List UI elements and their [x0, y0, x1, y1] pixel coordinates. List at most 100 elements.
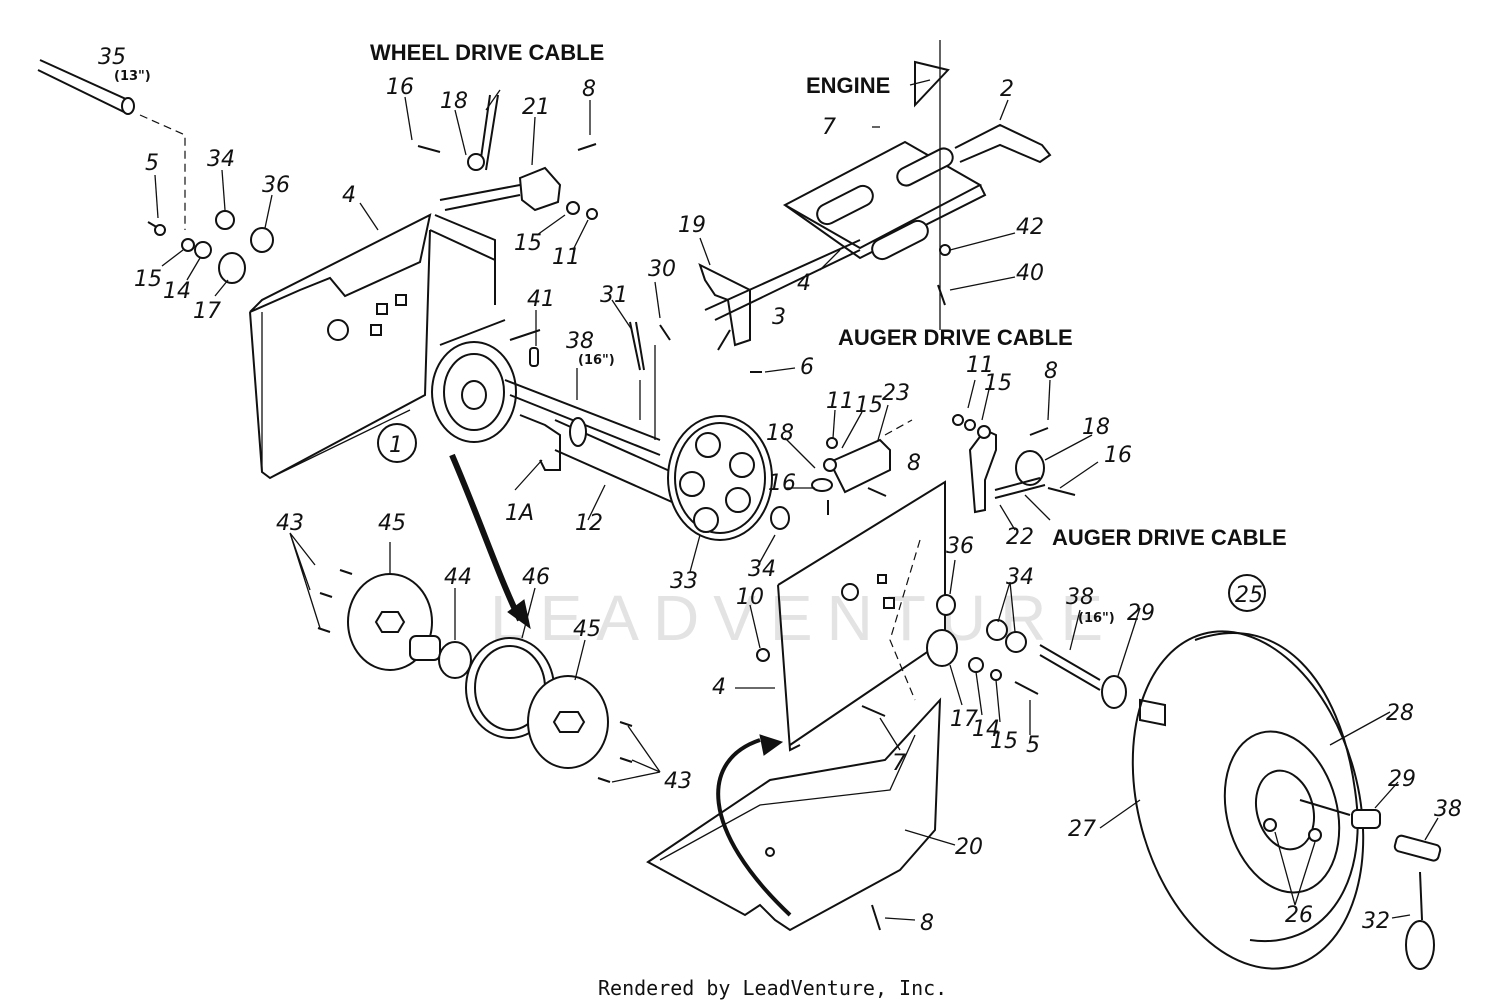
wheel-cable-bracket-21	[417, 94, 598, 220]
label-2: 2	[1000, 77, 1014, 102]
caption-auger-drive-cable-right: AUGER DRIVE CABLE	[1052, 525, 1287, 550]
label-26: 26	[1285, 903, 1313, 928]
label-22: 22	[1006, 525, 1034, 550]
label-15-mid: 15	[855, 393, 883, 418]
label-15-right: 15	[984, 371, 1012, 396]
label-5-right: 5	[1026, 733, 1040, 758]
label-40: 40	[1016, 261, 1044, 286]
label-34: 34	[207, 147, 235, 172]
label-29-upper: 29	[1127, 601, 1155, 626]
label-38-right: 38	[1066, 585, 1094, 610]
left-side-plate	[249, 213, 496, 480]
right-hardware-stack	[861, 594, 1127, 717]
label-21: 21	[522, 95, 550, 120]
bottom-cover-20	[646, 697, 942, 932]
footer-credit: Rendered by LeadVenture, Inc.	[598, 976, 947, 1000]
label-4: 4	[342, 183, 356, 208]
auger-cable-bracket-22	[952, 414, 1076, 514]
label-43-right: 43	[664, 769, 692, 794]
label-16-mid: 16	[768, 471, 796, 496]
label-32: 32	[1362, 909, 1390, 934]
label-8-mid: 8	[907, 451, 921, 476]
caption-auger-drive-cable-top: AUGER DRIVE CABLE	[838, 325, 1073, 350]
engine-mount-plate	[704, 40, 1052, 330]
auger-cable-bracket-23	[811, 419, 913, 515]
label-18: 18	[440, 89, 468, 114]
label-42: 42	[1016, 215, 1044, 240]
caption-wheel-drive-cable: WHEEL DRIVE CABLE	[370, 40, 604, 65]
drive-shaft-12	[519, 414, 691, 511]
label-11-right: 11	[966, 353, 994, 378]
label-30: 30	[648, 257, 676, 282]
label-18-right: 18	[1082, 415, 1110, 440]
label-8-right: 8	[1044, 359, 1058, 384]
label-17: 17	[193, 299, 221, 324]
watermark: LEADVENTURE	[490, 582, 1117, 654]
leader-lines	[154, 79, 1439, 921]
label-8-lower: 8	[920, 911, 934, 936]
label-33: 33	[670, 569, 698, 594]
pins	[529, 321, 671, 440]
label-46: 46	[522, 565, 550, 590]
label-38-length: (16")	[578, 353, 615, 368]
label-35: 35	[98, 45, 126, 70]
label-25: 25	[1235, 583, 1263, 608]
label-34-right: 34	[1006, 565, 1034, 590]
label-4-lower: 4	[712, 675, 726, 700]
label-38: 38	[566, 329, 594, 354]
label-12: 12	[575, 511, 603, 536]
label-43-left: 43	[276, 511, 304, 536]
label-15-upper: 15	[514, 231, 542, 256]
label-27: 27	[1068, 817, 1096, 842]
label-44: 44	[444, 565, 472, 590]
label-10: 10	[736, 585, 764, 610]
label-1: 1	[389, 433, 403, 458]
label-16: 16	[386, 75, 414, 100]
belt-arrow	[449, 453, 531, 630]
label-18-mid: 18	[766, 421, 794, 446]
label-11-upper: 11	[552, 245, 580, 270]
friction-disc-assembly	[347, 573, 609, 769]
drive-pulley-assembly	[431, 319, 661, 456]
assembly-callout-circle	[377, 423, 417, 463]
gear-33	[667, 415, 790, 541]
right-side-plate	[756, 480, 946, 752]
label-38-right-length: (16")	[1078, 611, 1115, 626]
label-1A: 1A	[505, 501, 534, 526]
label-34-mid: 34	[748, 557, 776, 582]
label-45-right: 45	[573, 617, 601, 642]
part-number-labels: 35 (13") 16 18 21 8 2 7 5 34 36 4 15 14 …	[98, 45, 1462, 936]
label-7: 7	[822, 115, 836, 140]
label-23: 23	[882, 381, 910, 406]
label-20: 20	[955, 835, 983, 860]
label-31: 31	[600, 283, 628, 308]
label-19: 19	[678, 213, 706, 238]
bolts-43	[317, 569, 633, 783]
label-8: 8	[582, 77, 596, 102]
label-17-right: 17	[950, 707, 978, 732]
label-36: 36	[262, 173, 290, 198]
label-45-left: 45	[378, 511, 406, 536]
label-15-lower: 15	[990, 729, 1018, 754]
label-29-lower: 29	[1388, 767, 1416, 792]
label-5: 5	[145, 151, 159, 176]
left-hardware-stack	[147, 210, 274, 284]
label-36-right: 36	[946, 534, 974, 559]
label-38-lower: 38	[1434, 797, 1462, 822]
label-6: 6	[800, 355, 814, 380]
label-7-lower: 7	[892, 751, 906, 776]
caption-engine: ENGINE	[806, 73, 890, 98]
wheel-assembly	[1131, 574, 1442, 970]
label-35-length: (13")	[114, 69, 151, 84]
label-15: 15	[134, 267, 162, 292]
label-28: 28	[1386, 701, 1414, 726]
label-14: 14	[163, 279, 191, 304]
label-4-frame: 4	[797, 271, 811, 296]
label-16-right: 16	[1104, 443, 1132, 468]
label-3: 3	[772, 305, 786, 330]
axle-shaft-35	[37, 59, 186, 230]
label-14-right: 14	[972, 717, 1000, 742]
bracket-19	[698, 263, 762, 373]
